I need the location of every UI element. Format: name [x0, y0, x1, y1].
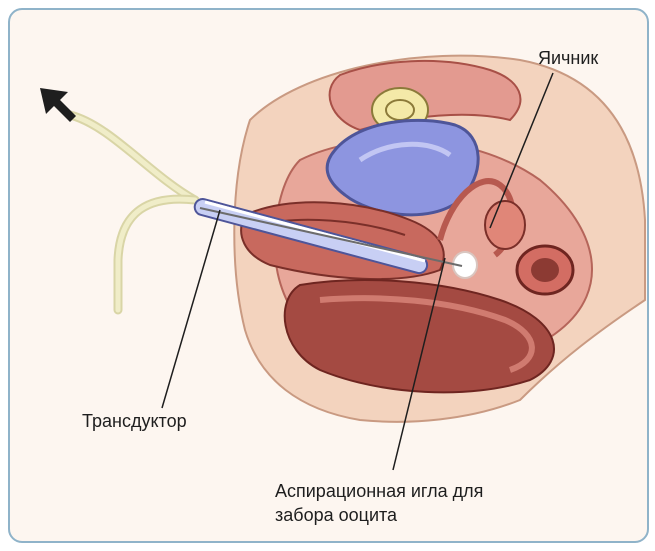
label-transducer: Трансдуктор [82, 409, 187, 433]
bowel-lumen [531, 258, 559, 282]
arrow-up-left-icon [40, 88, 76, 122]
leader-transducer [162, 210, 220, 408]
label-needle-line2: забора ооцита [275, 503, 605, 527]
label-needle: Аспирационная игла для забора ооцита [275, 479, 605, 527]
label-needle-line1: Аспирационная игла для [275, 479, 605, 503]
label-ovary: Яичник [538, 46, 598, 70]
probe-cable-lower [118, 199, 195, 310]
